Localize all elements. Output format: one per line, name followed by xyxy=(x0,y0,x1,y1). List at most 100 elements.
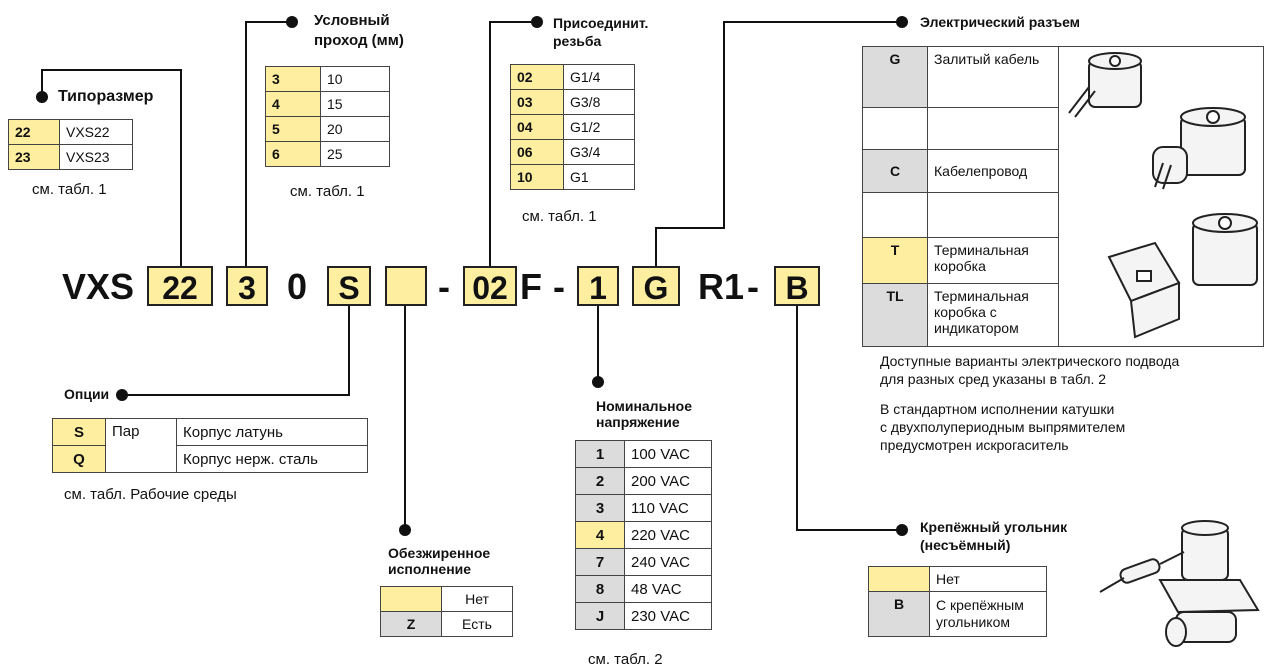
electrical-note-2-line: с двухполупериодным выпрямителем xyxy=(880,419,1126,435)
dot-port xyxy=(531,16,543,28)
line-port xyxy=(489,21,535,266)
options-media: Пар xyxy=(105,418,177,473)
port-value: G3/4 xyxy=(563,139,635,165)
port-title-2: резьба xyxy=(553,33,602,49)
code-dash-1: - xyxy=(438,266,450,307)
code-voltage-box: 1 xyxy=(577,266,619,306)
voltage-value: 100 VAC xyxy=(624,440,712,468)
orifice-value: 15 xyxy=(320,91,390,117)
electrical-code: G xyxy=(862,46,928,108)
code-dash-2: - xyxy=(553,266,565,307)
voltage-value: 200 VAC xyxy=(624,467,712,495)
bracket-value: С крепёжным угольником xyxy=(929,591,1047,637)
orifice-note: см. табл. 1 xyxy=(290,183,365,200)
electrical-desc: Терминальная коробка xyxy=(927,236,1059,285)
size-value: VXS22 xyxy=(59,119,133,145)
code-option-box: S xyxy=(327,266,371,306)
options-body: Корпус латунь xyxy=(176,418,368,446)
voltage-value: 230 VAC xyxy=(624,602,712,630)
size-code: 23 xyxy=(8,144,60,170)
electrical-desc xyxy=(927,191,1059,238)
electrical-code: TL xyxy=(862,283,928,347)
electrical-code xyxy=(862,106,928,151)
options-title: Опции xyxy=(64,386,110,402)
line-orifice xyxy=(245,21,290,266)
port-value: G1/4 xyxy=(563,64,635,90)
electrical-note-2-line: В стандартном исполнении катушки xyxy=(880,401,1115,417)
electrical-note-2: В стандартном исполнении катушки с двухп… xyxy=(880,400,1125,454)
voltage-code: 1 xyxy=(575,440,625,468)
size-code: 22 xyxy=(8,119,60,145)
voltage-note: см. табл. 2 xyxy=(588,651,663,668)
electrical-code: C xyxy=(862,149,928,193)
orifice-value: 20 xyxy=(320,116,390,142)
code-size-box: 22 xyxy=(147,266,213,306)
voltage-code: 2 xyxy=(575,467,625,495)
dot-connector xyxy=(896,16,908,28)
orifice-value: 10 xyxy=(320,66,390,92)
dot-orifice xyxy=(286,16,298,28)
degreased-code: Z xyxy=(380,611,442,637)
degreased-title-1: Обезжиренное xyxy=(388,545,491,561)
bracket-code: B xyxy=(868,591,930,637)
line-option xyxy=(124,306,350,396)
size-value: VXS23 xyxy=(59,144,133,170)
electrical-title: Электрический разъем xyxy=(920,14,1081,30)
dot-voltage xyxy=(592,376,604,388)
mounting-bracket-icon xyxy=(1158,579,1260,614)
degreased-value: Есть xyxy=(441,611,513,637)
options-note: см. табл. Рабочие среды xyxy=(64,486,237,503)
options-body: Корпус нерж. сталь xyxy=(176,445,368,473)
orifice-code: 6 xyxy=(265,141,321,167)
voltage-code: 7 xyxy=(575,548,625,576)
bracket-title-1: Крепёжный угольник xyxy=(920,519,1068,535)
orifice-value: 25 xyxy=(320,141,390,167)
size-title: Типоразмер xyxy=(58,88,154,105)
voltage-value: 240 VAC xyxy=(624,548,712,576)
connector-illustrations xyxy=(1058,46,1264,347)
code-orifice-box: 3 xyxy=(226,266,268,306)
degreased-value: Нет xyxy=(441,586,513,612)
code-bracket-box: B xyxy=(774,266,820,306)
dot-bracket xyxy=(896,524,908,536)
orifice-title-2: проход (мм) xyxy=(314,32,404,49)
code-degreased-box xyxy=(385,266,427,306)
electrical-desc: Кабелепровод xyxy=(927,149,1059,193)
voltage-code: 3 xyxy=(575,494,625,522)
voltage-value: 220 VAC xyxy=(624,521,712,549)
line-size xyxy=(41,69,182,266)
line-bracket xyxy=(796,306,900,531)
options-code: S xyxy=(52,418,106,446)
electrical-code xyxy=(862,191,928,238)
voltage-title-1: Номинальное xyxy=(596,398,692,414)
port-note: см. табл. 1 xyxy=(522,208,597,225)
bracket-code xyxy=(868,566,930,592)
orifice-code: 3 xyxy=(265,66,321,92)
voltage-code: J xyxy=(575,602,625,630)
electrical-note-1-line: для разных сред указаны в табл. 2 xyxy=(880,371,1107,387)
bracket-title-2: (несъёмный) xyxy=(920,537,1011,553)
dot-degreased xyxy=(399,524,411,536)
voltage-code: 8 xyxy=(575,575,625,603)
port-code: 02 xyxy=(510,64,564,90)
orifice-title-1: Условный xyxy=(314,12,390,29)
port-code: 10 xyxy=(510,164,564,190)
size-note: см. табл. 1 xyxy=(32,181,107,198)
dot-size xyxy=(36,91,48,103)
dot-option xyxy=(116,389,128,401)
code-port-suffix: F xyxy=(520,266,542,307)
port-title-1: Присоединит. xyxy=(553,15,649,31)
coil-images xyxy=(1068,52,1258,339)
electrical-note-1: Доступные варианты электрического подвод… xyxy=(880,352,1179,388)
electrical-note-1-line: Доступные варианты электрического подвод… xyxy=(880,353,1180,369)
port-value: G3/8 xyxy=(563,89,635,115)
